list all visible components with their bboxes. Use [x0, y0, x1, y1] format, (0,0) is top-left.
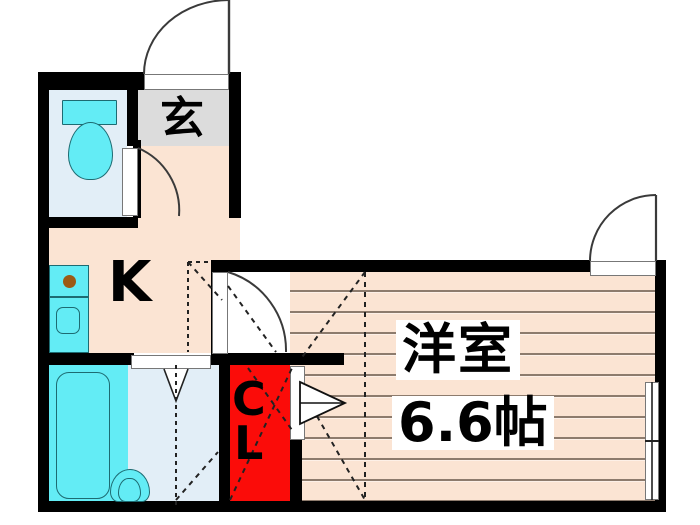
wall-bath-top [38, 353, 134, 365]
wall-main-room-top [211, 260, 302, 272]
window-icon[interactable] [645, 382, 659, 500]
wall-left-outer [38, 72, 49, 512]
washroom-door-opening[interactable] [131, 355, 211, 369]
main-room-size: 6.6帖 [392, 396, 554, 450]
closet-label-l: L [234, 416, 264, 470]
wall-toilet-bottom [38, 217, 138, 228]
washbasin-inner [118, 478, 141, 502]
balcony-door-swing-icon [589, 194, 658, 262]
main-room-floor-upper [290, 272, 664, 505]
room-door-opening[interactable] [212, 272, 228, 354]
burner-icon [63, 275, 76, 288]
wall-topright-stub [655, 260, 666, 290]
wall-top-entrance-left [38, 72, 144, 90]
entrance-door-swing-icon [143, 0, 231, 75]
sink-icon [49, 297, 89, 353]
main-room-label: 洋室 [396, 320, 520, 380]
bathtub-icon [56, 372, 110, 499]
entrance-floor [133, 90, 240, 146]
wall-closet-right [290, 440, 302, 512]
wall-toilet-right [127, 72, 138, 146]
wall-bottom-outer [38, 501, 666, 512]
stove-icon [49, 265, 89, 297]
hall-floor [133, 146, 240, 218]
kitchen-label: K [108, 250, 152, 315]
closet-door-opening[interactable] [290, 366, 305, 440]
wall-right-outer [655, 260, 666, 512]
toilet-door-opening[interactable] [122, 148, 138, 216]
wall-entrance-right [229, 72, 241, 218]
toilet-icon [68, 122, 113, 180]
wall-washroom-right [219, 365, 230, 512]
entrance-label: 玄 [160, 93, 204, 144]
entrance-door-opening[interactable] [144, 74, 229, 90]
sink-bowl [56, 307, 80, 334]
closet-label-c: C [232, 372, 266, 426]
room-door-pocket [222, 272, 290, 354]
wall-bath-top-right [211, 353, 241, 365]
balcony-door-opening[interactable] [590, 261, 656, 276]
wall-main-room-top-right [302, 260, 590, 272]
